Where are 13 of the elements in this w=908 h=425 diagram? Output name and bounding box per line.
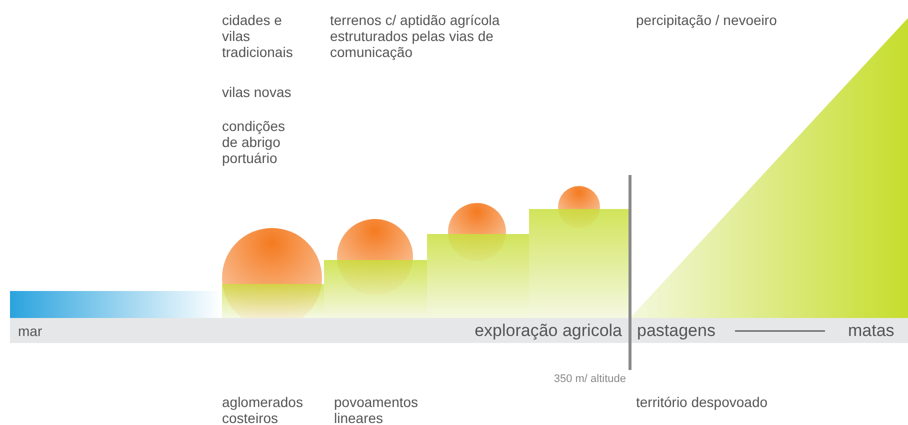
zone-label: exploração agricola bbox=[474, 320, 622, 341]
settlement-type-label: aglomerados costeiros bbox=[222, 394, 304, 425]
settlement-label: vilas novas bbox=[222, 84, 292, 100]
zone-label: pastagens bbox=[637, 320, 716, 341]
settlement-label: cidades e vilas tradicionais bbox=[222, 12, 294, 60]
altitude-label: 350 m/ altitude bbox=[554, 372, 626, 387]
settlement-label: condições de abrigo portuário bbox=[222, 118, 286, 166]
terrain-label: terrenos c/ aptidão agrícola estruturados pelas vias de comunicação bbox=[330, 12, 501, 60]
zone-label: mar bbox=[18, 323, 42, 339]
climate-label: percipitação / nevoeiro bbox=[636, 12, 777, 28]
territory-label: território despovoado bbox=[636, 394, 768, 410]
settlement-type-label: povoamentos lineares bbox=[334, 394, 420, 425]
zone-label: matas bbox=[848, 320, 894, 341]
